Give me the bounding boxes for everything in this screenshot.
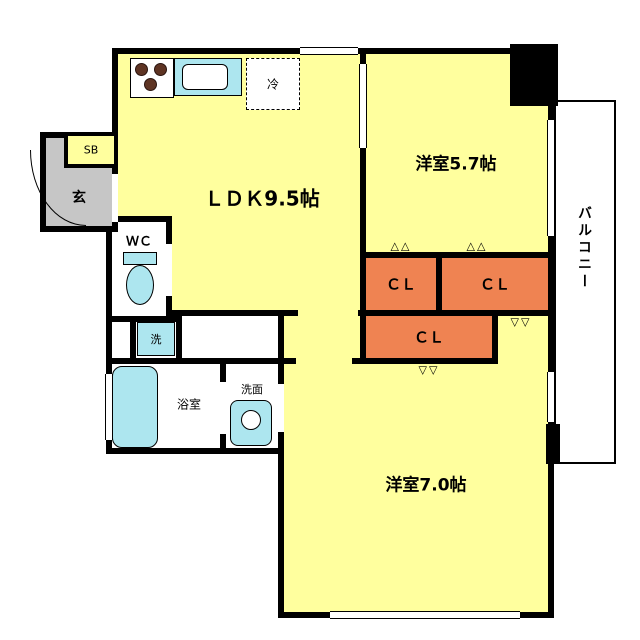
sliding-door-ldk-bedroom-57 [359, 64, 367, 148]
label-refrigerator: 冷 [266, 77, 280, 92]
balcony [554, 100, 616, 464]
room-bedroom-70 [278, 358, 554, 618]
label-closet-2: ＣＬ [479, 275, 511, 294]
burner-icon [154, 63, 167, 76]
window-ldk-top [300, 47, 358, 55]
door-gap-entrance [112, 174, 118, 222]
label-balcony: バルコニー [576, 205, 592, 291]
closet-door-mark-icon: ▽▽ [418, 363, 440, 377]
label-wc: ＷＣ [125, 234, 153, 250]
label-washroom: 洗面 [241, 383, 263, 396]
window-bedroom-70-right [547, 372, 555, 422]
label-closet-3: ＣＬ [413, 328, 445, 347]
burner-icon [135, 63, 148, 76]
wall-segment-left [106, 316, 112, 364]
closet-door-mark-icon: △△ [466, 239, 488, 253]
closet-door-mark-icon: ▽▽ [510, 315, 532, 329]
washing-machine-icon [137, 322, 175, 356]
toilet-icon [126, 265, 154, 305]
kitchen-sink-icon [182, 64, 228, 90]
label-bedroom-57: 洋室5.7帖 [415, 154, 497, 175]
label-entrance: 玄 [72, 190, 86, 206]
closet-door-mark-icon: △△ [390, 239, 412, 253]
label-shoe-box: SB [83, 143, 99, 157]
pillar-bottom-right [546, 424, 560, 464]
pillar-top-right [510, 44, 558, 106]
window-bedroom-70-bottom [330, 611, 520, 619]
burner-icon [144, 78, 157, 91]
label-bedroom-70: 洋室7.0帖 [385, 475, 467, 496]
label-ldk: ＬＤＫ9.5帖 [204, 186, 320, 211]
door-gap-bathroom [220, 382, 226, 434]
wall-segment-right [548, 250, 554, 364]
label-washer: 洗 [150, 333, 162, 346]
refrigerator-space [246, 58, 300, 110]
label-closet-1: ＣＬ [385, 275, 417, 294]
window-bedroom-57 [547, 120, 555, 236]
toilet-tank-icon [123, 252, 157, 265]
door-gap-wc [166, 244, 172, 296]
opening-corridor-bedroom-70 [296, 357, 352, 365]
door-gap-washroom [278, 384, 284, 432]
label-bathroom: 浴室 [176, 397, 202, 412]
washbasin-bowl-icon [241, 410, 261, 430]
corridor [278, 310, 366, 364]
opening-ldk-corridor [298, 309, 358, 317]
bedroom-70-alcove [498, 316, 548, 364]
hall-pocket [182, 316, 278, 358]
bathtub-icon [112, 366, 158, 448]
